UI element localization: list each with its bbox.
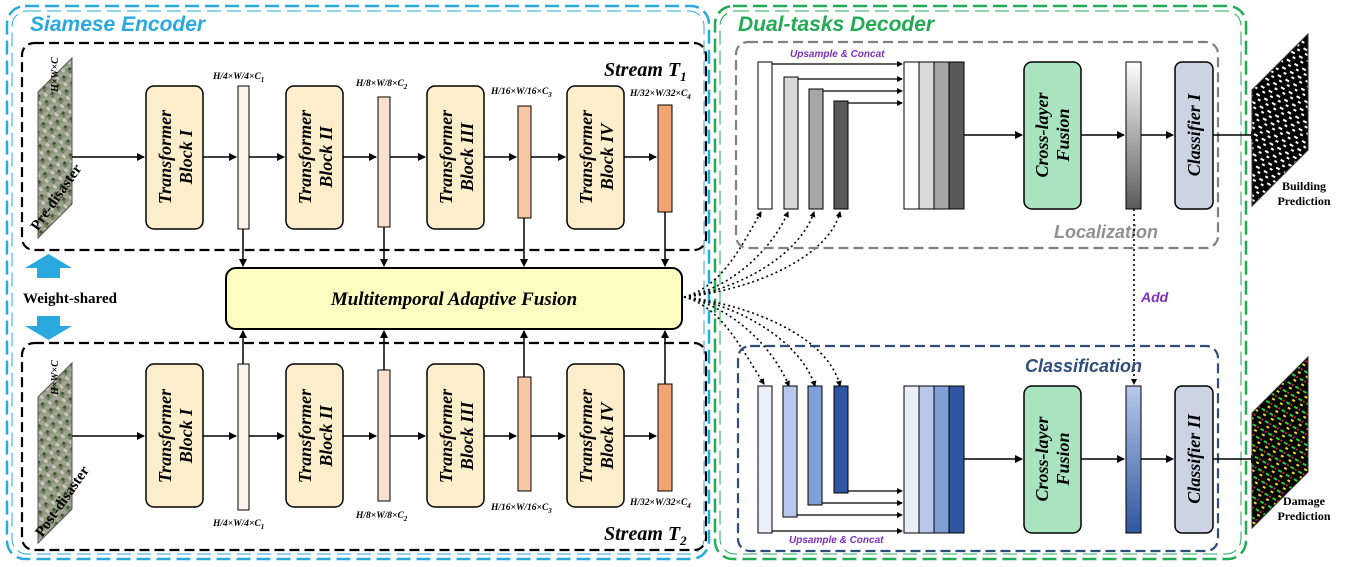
stream1-feature-3 (517, 105, 532, 219)
classification-output-feature (1125, 385, 1142, 534)
localization-frame (734, 40, 1220, 250)
stream2-frame (20, 341, 708, 552)
weight-shared-up-arrow (25, 254, 72, 278)
svg-text:H/8×W/8×C2: H/8×W/8×C2 (355, 79, 408, 91)
building-prediction-image (1251, 32, 1309, 208)
upsample-label-bottom: Upsample & Concat (789, 535, 884, 546)
decoder-frame (713, 4, 1248, 561)
input-dim-post: H×W×C (50, 360, 61, 396)
classification-concat (903, 385, 965, 534)
classifier-1-label: Classifier I (1184, 93, 1204, 177)
decoder-title: Dual-tasks Decoder (738, 13, 936, 36)
encoder-title: Siamese Encoder (30, 13, 207, 36)
crosslayer-label-2: Cross-layerFusion (1032, 416, 1073, 502)
svg-text:H/4×W/4×C1: H/4×W/4×C1 (212, 519, 264, 531)
block-label: TransformerBlock IV (576, 109, 617, 204)
classifier-2-label: Classifier II (1184, 413, 1204, 504)
fusion-box (225, 267, 683, 330)
stream1-feature-2 (377, 96, 391, 228)
feature-fusion-arrows (239, 212, 669, 384)
weight-shared-label: Weight-shared (23, 291, 118, 307)
stream2-blocks: TransformerBlock I TransformerBlock II T… (72, 363, 673, 511)
stream2-feature-2 (377, 369, 391, 502)
block-label: TransformerBlock I (155, 388, 196, 483)
classification-concat-arrows (772, 488, 903, 534)
block-label: TransformerBlock II (295, 109, 336, 204)
block-label: TransformerBlock III (436, 109, 477, 204)
crosslayer-label-1: Cross-layerFusion (1032, 92, 1073, 178)
localization-concat-arrows (772, 61, 903, 106)
damage-prediction-image (1251, 355, 1309, 530)
pre-disaster-image: H×W×C Pre-disaster (28, 56, 86, 240)
fusion-decoder-links (683, 211, 842, 387)
block-label: TransformerBlock I (155, 109, 196, 204)
svg-text:H/32×W/32×C4: H/32×W/32×C4 (629, 498, 691, 510)
block-label: TransformerBlock II (295, 388, 336, 483)
block-label: TransformerBlock III (436, 388, 477, 483)
stream2-label: Stream T2 (604, 523, 687, 548)
block-label: TransformerBlock IV (576, 388, 617, 483)
fusion-label: Multitemporal Adaptive Fusion (330, 289, 577, 310)
stream1-dims: H/4×W/4×C1 H/8×W/8×C2 H/16×W/16×C3 H/32×… (212, 72, 691, 101)
stream1-feature-1 (237, 85, 250, 230)
classification-label: Classification (1025, 356, 1142, 376)
upsample-label-top: Upsample & Concat (790, 49, 885, 60)
localization-features (757, 61, 849, 210)
svg-text:H/8×W/8×C2: H/8×W/8×C2 (355, 511, 408, 523)
stream1-frame (20, 41, 708, 252)
svg-text:H/4×W/4×C1: H/4×W/4×C1 (212, 72, 264, 84)
classification-features (757, 385, 849, 534)
weight-shared-down-arrow (25, 316, 72, 340)
stream2-dims: H/4×W/4×C1 H/8×W/8×C2 H/16×W/16×C3 H/32×… (212, 498, 691, 531)
stream2-feature-4 (657, 383, 673, 492)
stream1-label: Stream T1 (604, 59, 687, 84)
encoder-frame (5, 4, 711, 561)
classification-frame (736, 344, 1220, 553)
localization-output-feature (1125, 61, 1142, 210)
post-disaster-image: H×W×C Post-disaster (33, 360, 93, 545)
stream2-feature-3 (517, 376, 532, 492)
stream1-feature-4 (657, 104, 673, 213)
stream1-blocks: TransformerBlock I TransformerBlock II T… (72, 85, 673, 230)
localization-label: Localization (1054, 222, 1158, 242)
svg-text:H/32×W/32×C4: H/32×W/32×C4 (629, 89, 691, 101)
svg-text:H/16×W/16×C3: H/16×W/16×C3 (490, 87, 552, 99)
stream2-feature-1 (237, 363, 250, 511)
add-label: Add (1140, 289, 1169, 305)
localization-concat (903, 61, 965, 210)
svg-text:H/16×W/16×C3: H/16×W/16×C3 (490, 503, 552, 515)
input-dim-pre: H×W×C (50, 57, 61, 93)
